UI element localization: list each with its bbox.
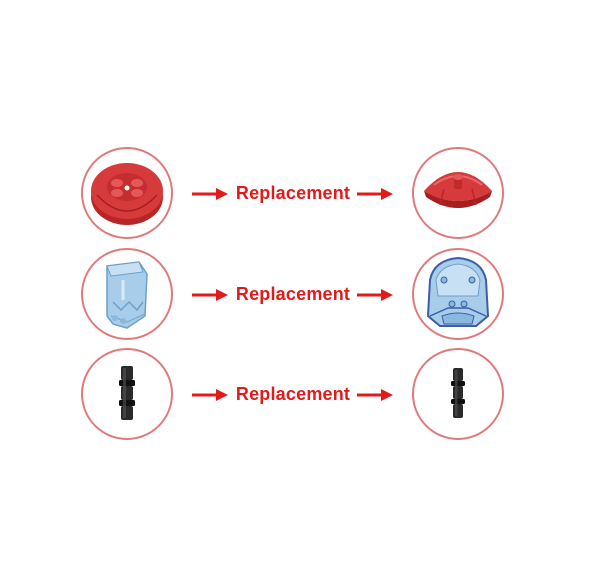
right-arrow-icon	[357, 188, 393, 200]
replacement-label: Replacement	[235, 384, 351, 404]
replacement-arrow-group: Replacement	[192, 181, 393, 207]
right-arrow-icon	[357, 289, 393, 301]
red-dish-round-radar-icon	[424, 172, 492, 208]
original-part-circle	[81, 348, 173, 440]
replacement-arrow-group: Replacement	[192, 282, 393, 308]
replacement-row: Replacement	[0, 147, 597, 243]
replacement-row: Replacement	[0, 248, 597, 344]
replacement-part-circle	[412, 248, 504, 340]
right-arrow-icon	[192, 389, 228, 401]
red-dish-round-plate-with-studs-icon	[91, 163, 163, 225]
replacement-row: Replacement	[0, 348, 597, 444]
original-part-circle	[81, 147, 173, 239]
replacement-part-circle	[412, 147, 504, 239]
right-arrow-icon	[192, 188, 228, 200]
trans-blue-windscreen-large-icon	[426, 256, 490, 327]
right-arrow-icon	[192, 289, 228, 301]
replacement-arrow-group: Replacement	[192, 382, 393, 408]
original-part-circle	[81, 248, 173, 340]
right-arrow-icon	[357, 389, 393, 401]
replacement-label: Replacement	[235, 284, 351, 304]
replacement-part-circle	[412, 348, 504, 440]
black-connector-pin-icon	[119, 366, 135, 420]
black-connector-pin-icon	[451, 368, 465, 418]
replacement-label: Replacement	[235, 183, 351, 203]
trans-blue-windscreen-small-icon	[106, 261, 148, 329]
